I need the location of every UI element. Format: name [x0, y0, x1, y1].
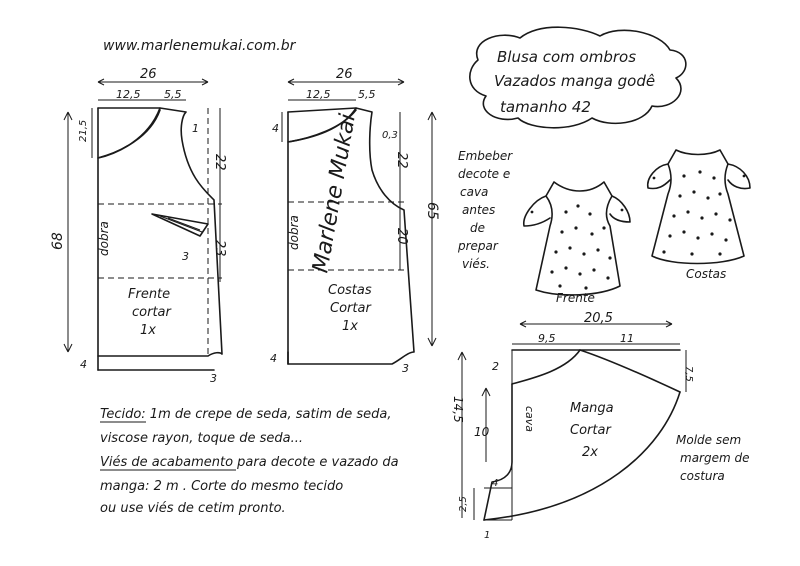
- title-cloud: Blusa com ombros Vazados manga godê tama…: [469, 26, 687, 129]
- sleeve-bottom-rise-label: 2,5: [458, 496, 469, 512]
- front-shoulder-drop-label: 1: [192, 122, 199, 135]
- back-length-label: 65: [424, 202, 440, 220]
- front-width-label: 26: [140, 67, 157, 82]
- front-length-label: 68: [50, 232, 66, 250]
- back-fold-label: dobra: [287, 215, 301, 250]
- front-cut-label: cortar: [132, 305, 173, 320]
- sleeve-height-label: 14,5: [451, 396, 465, 423]
- front-name-label: Frente: [128, 287, 170, 302]
- fabric-block: Tecido: 1m de crepe de seda, satim de se…: [100, 407, 399, 516]
- title-line3: tamanho 42: [500, 98, 591, 116]
- back-blouse-illustration: Costas: [646, 149, 751, 281]
- front-hem-curve-label: 3: [210, 372, 217, 385]
- back-pattern: 26 12,5 5,5 4 0,3 22 20 65 4 3 dobra Cos…: [270, 67, 440, 375]
- title-line1: Blusa com ombros: [497, 48, 636, 66]
- back-neck-width-label: 12,5: [306, 88, 331, 101]
- instructions-block: Embeber decote e cava antes de prepar vi…: [457, 149, 513, 271]
- fabric-line-1: Tecido: 1m de crepe de seda, satim de se…: [100, 407, 392, 422]
- front-pattern: 26 12,5 5,5 21,5 1 22 23 3 68 4 3 dobra …: [50, 67, 227, 385]
- illustration-back-label: Costas: [686, 267, 726, 281]
- title-line2: Vazados manga godê: [494, 72, 655, 90]
- back-shoulder-label: 5,5: [358, 88, 376, 101]
- back-side-length-label: 20: [394, 228, 409, 245]
- front-cut-count-label: 1x: [140, 323, 156, 338]
- back-armhole-depth-label: 22: [394, 152, 409, 169]
- instructions-line-2: decote e: [458, 167, 510, 181]
- website-text: www.marlenemukai.com.br: [103, 38, 297, 54]
- front-armhole-depth-label: 22: [212, 154, 227, 171]
- front-dart-mark-label: 3: [182, 250, 189, 263]
- front-side-dart-label: 23: [212, 240, 227, 257]
- instructions-line-6: prepar: [457, 239, 499, 253]
- sleeve-cut-label: Cortar: [570, 423, 612, 438]
- fabric-line-4: manga: 2 m . Corte do mesmo tecido: [100, 479, 343, 494]
- front-fold-label: dobra: [97, 221, 111, 256]
- back-hem-rise-label: 4: [270, 352, 277, 365]
- front-shoulder-label: 5,5: [164, 88, 182, 101]
- instructions-line-3: cava: [460, 185, 488, 199]
- sleeve-cap-right-label: 11: [620, 332, 634, 345]
- seam-note: Molde sem margem de costura: [676, 433, 749, 483]
- back-width-label: 26: [336, 67, 353, 82]
- sleeve-cava-label: cava: [523, 406, 536, 432]
- back-cut-label: Cortar: [330, 301, 372, 316]
- instructions-line-7: viés.: [462, 257, 490, 271]
- front-neck-width-label: 12,5: [116, 88, 141, 101]
- instructions-line-5: de: [470, 221, 485, 235]
- back-neck-depth-label: 4: [272, 122, 279, 135]
- back-hem-curve-label: 3: [402, 362, 409, 375]
- sleeve-bottom-tick-label: 1: [484, 530, 490, 541]
- instructions-line-4: antes: [462, 203, 495, 217]
- fabric-line-3: Viés de acabamento para decote e vazado …: [100, 455, 399, 470]
- instructions-line-1: Embeber: [458, 149, 513, 163]
- sleeve-cap-drop-right-label: 7,5: [683, 366, 694, 382]
- sleeve-top-width-label: 20,5: [584, 311, 613, 326]
- sleeve-bottom-width-label: 4: [492, 478, 498, 489]
- fabric-line-2: viscose rayon, toque de seda...: [100, 431, 303, 446]
- sleeve-cap-left-label: 9,5: [538, 332, 556, 345]
- sleeve-cut-count-label: 2x: [582, 445, 598, 460]
- sleeve-pattern: 20,5 9,5 11 2 7,5 14,5 10 cava 4 2,5 1 M…: [451, 311, 694, 541]
- front-neck-depth-label: 21,5: [78, 120, 89, 142]
- back-name-label: Costas: [328, 283, 372, 298]
- sleeve-cap-drop-left-label: 2: [492, 360, 499, 373]
- back-cut-count-label: 1x: [342, 319, 358, 334]
- fabric-line-5: ou use viés de cetim pronto.: [100, 501, 286, 516]
- sleeve-side-label: 10: [474, 425, 490, 439]
- front-hem-rise-label: 4: [80, 358, 87, 371]
- back-shoulder-drop-label: 0,3: [382, 130, 398, 141]
- note-line-3: costura: [680, 469, 725, 483]
- signature: Marlene Mukai: [308, 112, 361, 275]
- note-line-1: Molde sem: [676, 433, 741, 447]
- sleeve-name-label: Manga: [570, 401, 614, 416]
- illustration-front-label: Frente: [556, 291, 595, 305]
- front-blouse-illustration: Frente: [523, 181, 631, 305]
- note-line-2: margem de: [680, 451, 749, 465]
